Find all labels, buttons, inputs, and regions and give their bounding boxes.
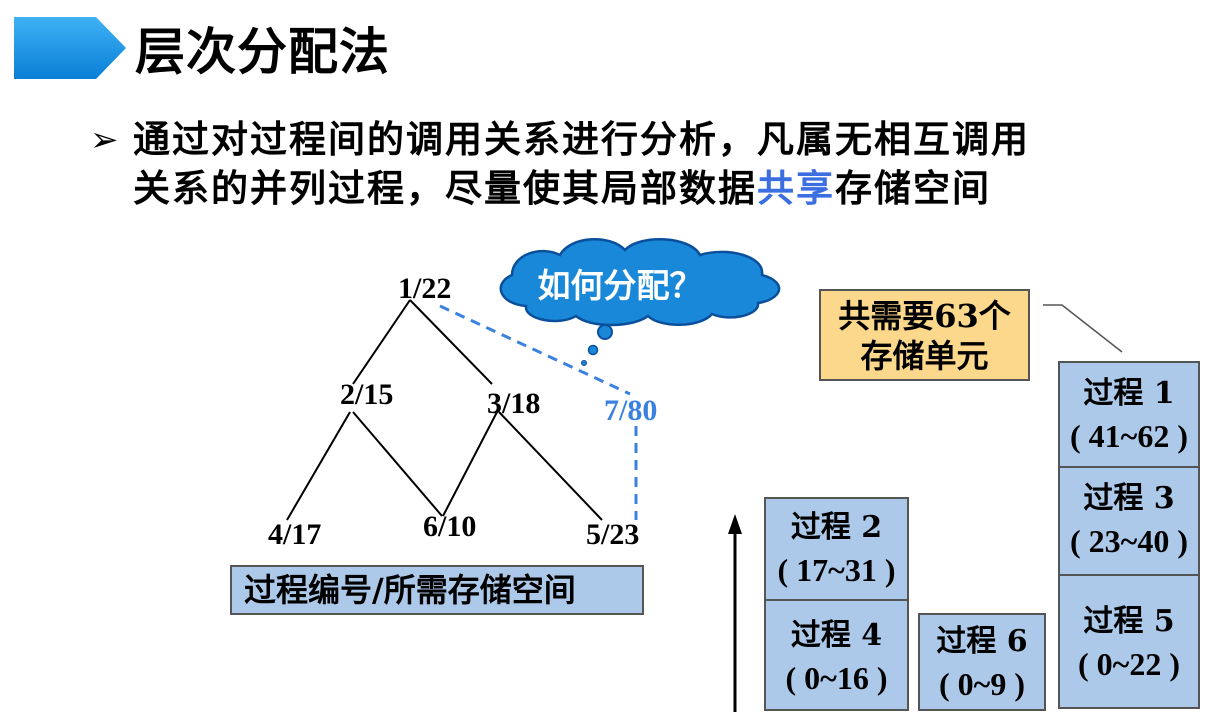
note-connector	[1043, 304, 1123, 353]
total-storage-note: 共需要63个 存储单元	[819, 289, 1030, 381]
tree-legend: 过程编号/所需存储空间	[230, 565, 644, 615]
edge-1-7-dashed	[439, 304, 631, 396]
edge-2-6	[352, 411, 443, 517]
block-name: 过程 5	[1083, 604, 1175, 639]
bullet-arrow-icon: ➢	[90, 120, 119, 160]
edge-1-2	[352, 299, 411, 385]
block-name: 过程 3	[1083, 481, 1175, 516]
title-arrow-icon	[14, 17, 126, 79]
tree-node-7: 7/80	[604, 394, 658, 427]
tree-node-6: 6/10	[423, 510, 477, 543]
edge-1-3	[409, 299, 493, 385]
memory-block-proc-3: 过程 3 ( 23~40 )	[1058, 466, 1200, 576]
block-range: ( 0~22 )	[1078, 646, 1180, 682]
memory-block-proc-2: 过程 2 ( 17~31 )	[764, 497, 909, 601]
note-line-2: 存储单元	[860, 337, 989, 375]
tree-node-2: 2/15	[340, 378, 394, 411]
bullet-text-part: 关系的并列过程，尽量使其局部数据	[133, 166, 757, 210]
memory-block-proc-5: 过程 5 ( 0~22 )	[1058, 574, 1200, 709]
edge-3-5	[498, 411, 603, 521]
tree-node-3: 3/18	[487, 387, 541, 420]
block-name: 过程 4	[790, 618, 883, 653]
thought-cloud-icon	[499, 238, 781, 366]
block-range: ( 23~40 )	[1070, 523, 1188, 559]
up-arrow-icon	[728, 514, 742, 712]
bullet-text-part: 存储空间	[835, 166, 991, 210]
block-name: 过程 2	[790, 510, 883, 545]
block-range: ( 41~62 )	[1070, 418, 1188, 454]
memory-block-proc-4: 过程 4 ( 0~16 )	[764, 599, 909, 711]
block-range: ( 17~31 )	[777, 552, 896, 588]
block-range: ( 0~16 )	[785, 660, 888, 696]
tree-node-5: 5/23	[586, 518, 640, 551]
block-name: 过程 1	[1083, 376, 1175, 411]
tree-node-1: 1/22	[398, 272, 452, 305]
edge-2-4	[286, 411, 351, 521]
bullet-text-line-2: 关系的并列过程，尽量使其局部数据共享存储空间	[133, 160, 991, 216]
cloud-question: 如何分配？	[537, 266, 703, 305]
block-range: ( 0~9 )	[939, 666, 1025, 702]
tree-node-4: 4/17	[268, 518, 322, 551]
page-title: 层次分配法	[135, 23, 390, 81]
bullet-text-line-1: 通过对过程间的调用关系进行分析，凡属无相互调用	[133, 117, 1030, 161]
highlight-share: 共享	[757, 166, 835, 210]
block-name: 过程 6	[936, 624, 1028, 659]
note-line-1: 共需要63个	[838, 297, 1011, 335]
edge-3-6	[442, 411, 498, 517]
memory-block-proc-6: 过程 6 ( 0~9 )	[918, 613, 1046, 711]
memory-block-proc-1: 过程 1 ( 41~62 )	[1058, 361, 1200, 468]
